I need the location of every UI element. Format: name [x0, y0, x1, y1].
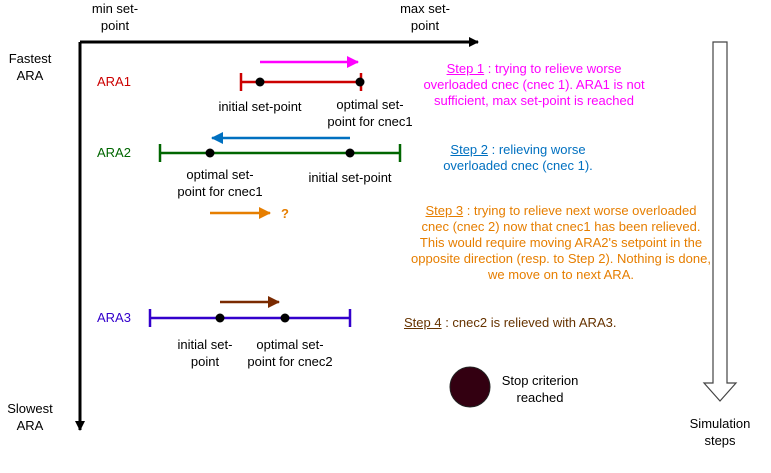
ara2-point-b-label: initial set-point	[308, 170, 391, 185]
slowest-ara-label-line2: ARA	[17, 418, 44, 433]
ara1-label: ARA1	[97, 74, 131, 89]
min-setpoint-label-line1: min set-	[92, 1, 138, 16]
step1-description: Step 1 : trying to relieve worse overloa…	[418, 61, 650, 109]
ara2-optimal-point	[205, 148, 215, 158]
ara1-point-a-label: initial set-point	[218, 99, 301, 114]
step3-text: : trying to relieve next worse overloade…	[411, 203, 711, 282]
ara3-point-a-label-line2: point	[191, 354, 220, 369]
step4-description: Step 4 : cnec2 is relieved with ARA3.	[404, 315, 644, 331]
step1-text: : trying to relieve worse overloaded cne…	[423, 61, 645, 108]
step2-description: Step 2 : relieving worse overloaded cnec…	[433, 142, 603, 174]
fastest-ara-label-line2: ARA	[17, 68, 44, 83]
stop-criterion-circle	[449, 366, 491, 408]
ara3-point-a-label-line1: initial set-	[178, 337, 233, 352]
ara1-point-b-label-line1: optimal set-	[336, 97, 403, 112]
min-setpoint-label-line2: point	[101, 18, 130, 33]
ara1-initial-point	[255, 77, 265, 87]
step2-text: : relieving worse overloaded cnec (cnec …	[443, 142, 593, 173]
stop-criterion-label-line2: reached	[517, 390, 564, 405]
ara3-label: ARA3	[97, 310, 131, 325]
step3-title: Step 3	[425, 203, 464, 218]
ara2-label: ARA2	[97, 145, 131, 160]
step4-text: : cnec2 is relieved with ARA3.	[441, 315, 617, 330]
ara2-initial-point	[345, 148, 355, 158]
stop-criterion-label-line1: Stop criterion	[502, 373, 579, 388]
fastest-ara-label-line1: Fastest	[9, 51, 52, 66]
simulation-steps-arrow	[702, 41, 738, 402]
simulation-steps-label-line1: Simulation	[690, 416, 751, 431]
ara3-point-b-label-line1: optimal set-	[256, 337, 323, 352]
step3-description: Step 3 : trying to relieve next worse ov…	[411, 203, 711, 283]
ara2-point-a-label-line2: point for cnec1	[177, 184, 262, 199]
step3-question-mark: ?	[281, 206, 289, 221]
ara3-initial-point	[215, 313, 225, 323]
ara1-point-b-label-line2: point for cnec1	[327, 114, 412, 129]
ara2-point-a-label-line1: optimal set-	[186, 167, 253, 182]
slowest-ara-label-line1: Slowest	[7, 401, 53, 416]
max-setpoint-label-line1: max set-	[400, 1, 450, 16]
ara3-point-b-label-line2: point for cnec2	[247, 354, 332, 369]
step1-title: Step 1	[446, 61, 485, 76]
max-setpoint-label-line2: point	[411, 18, 440, 33]
ara3-optimal-point	[280, 313, 290, 323]
step2-title: Step 2	[450, 142, 489, 157]
simulation-steps-label-line2: steps	[704, 433, 736, 448]
step4-title: Step 4	[404, 315, 442, 330]
ara1-optimal-point	[355, 77, 365, 87]
